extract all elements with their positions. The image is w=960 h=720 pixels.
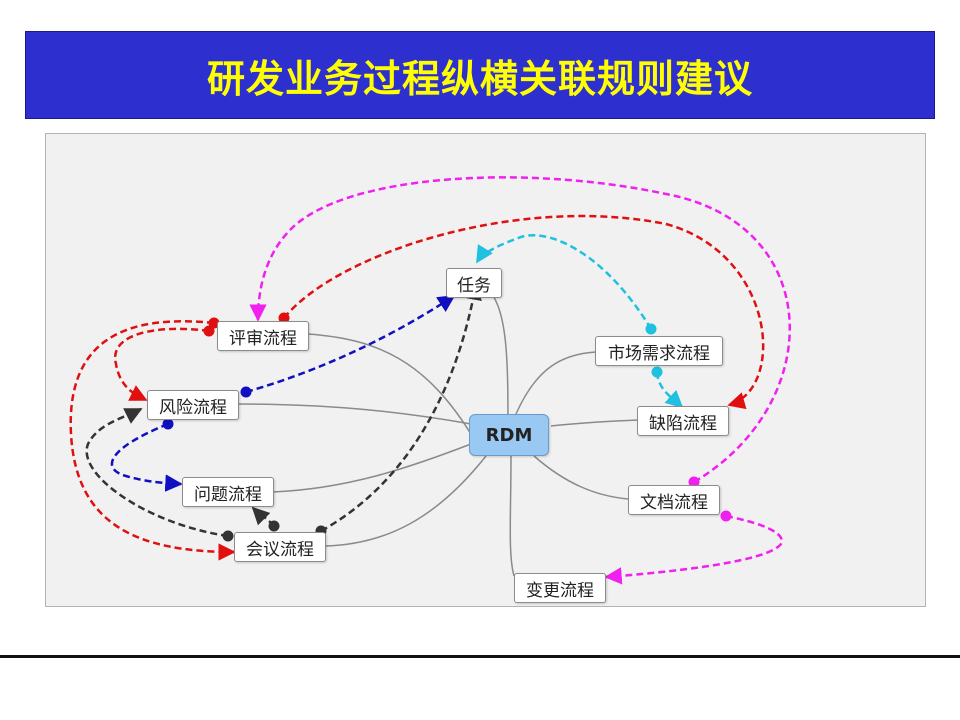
branch-change (509, 455, 515, 577)
relation-market-task (475, 234, 653, 330)
mindmap-connections (69, 176, 791, 585)
relation-doc-review (249, 176, 791, 484)
relation-meeting-task (320, 282, 482, 533)
dot-risk-issue (162, 418, 174, 430)
title-banner: 研发业务过程纵横关联规则建议 (25, 31, 935, 119)
node-risk[interactable]: 风险流程 (147, 390, 239, 420)
relation-risk-task (245, 294, 456, 394)
relation-review-risk (113, 327, 210, 402)
node-meeting[interactable]: 会议流程 (234, 532, 326, 562)
branch-doc (533, 455, 629, 500)
relation-doc-change (604, 514, 783, 585)
dot-risk-task (240, 386, 252, 398)
relation-review-defect (283, 214, 765, 410)
node-change[interactable]: 变更流程 (514, 573, 606, 603)
branch-review (307, 333, 475, 440)
mindmap-canvas: RDM 任务 评审流程 风险流程 问题流程 会议流程 市场需求流程 缺陷流程 文… (45, 133, 926, 607)
dot-doc-review (688, 476, 700, 488)
branch-lines (235, 283, 639, 577)
dot-market-defect (651, 366, 663, 378)
dot-review-defect (278, 312, 290, 324)
branch-market (515, 351, 597, 415)
relation-meeting-risk (85, 407, 229, 538)
node-market[interactable]: 市场需求流程 (595, 336, 723, 366)
node-task[interactable]: 任务 (446, 268, 502, 298)
node-doc[interactable]: 文档流程 (628, 485, 720, 515)
magenta-relations (249, 176, 791, 585)
branch-defect (550, 419, 639, 427)
red-relations (69, 214, 765, 561)
branch-issue (271, 443, 472, 493)
branch-risk (235, 403, 472, 425)
blue-relations (110, 294, 456, 492)
node-review[interactable]: 评审流程 (217, 321, 309, 351)
dot-meeting-risk (222, 530, 234, 542)
relation-risk-issue (110, 422, 183, 492)
node-root[interactable]: RDM (469, 414, 549, 456)
dot-market-task (645, 323, 657, 335)
footer-divider (0, 655, 960, 658)
dot-doc-change (720, 510, 732, 522)
page-title: 研发业务过程纵横关联规则建议 (206, 56, 753, 101)
dot-meeting-issue (268, 520, 280, 532)
relation-market-defect (655, 371, 684, 409)
relation-review-meeting (69, 320, 236, 561)
node-defect[interactable]: 缺陷流程 (637, 406, 729, 436)
dot-review-meeting (208, 317, 220, 329)
dot-review-risk (203, 325, 215, 337)
node-issue[interactable]: 问题流程 (182, 477, 274, 507)
branch-meeting (325, 455, 487, 547)
